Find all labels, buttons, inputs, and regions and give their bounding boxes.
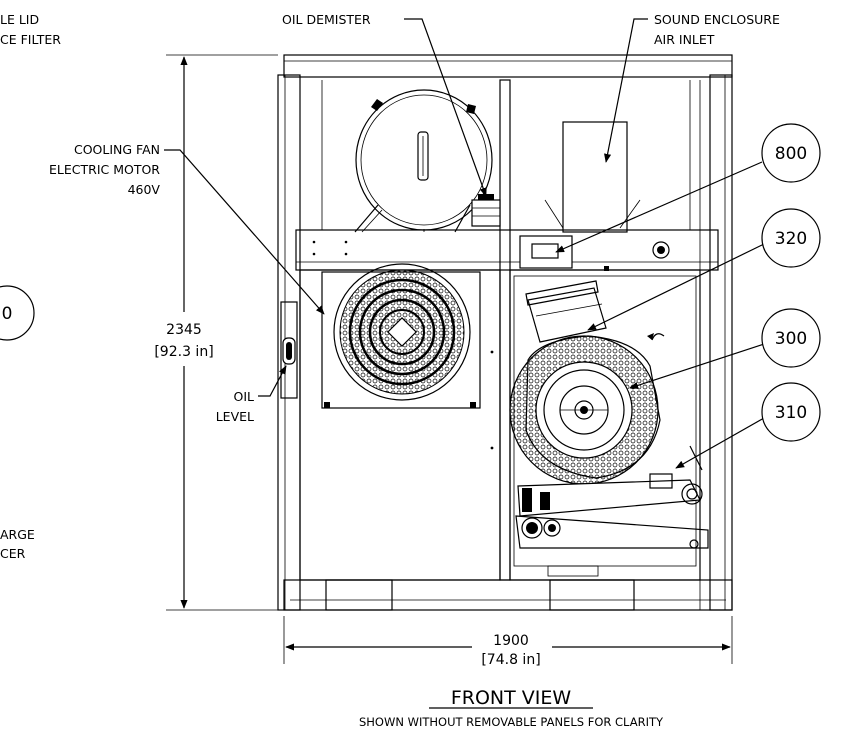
view-title: FRONT VIEW xyxy=(451,687,572,709)
callout-discharge: ARGE CER xyxy=(0,527,35,561)
bubble-320-label: 320 xyxy=(775,229,807,249)
callout-discharge-line2: CER xyxy=(0,546,26,561)
callout-lid-filter-line2: CE FILTER xyxy=(0,32,61,47)
callout-oil-level: OIL LEVEL xyxy=(216,389,254,424)
oil-level-gauge xyxy=(280,301,298,399)
bubble-300-label: 300 xyxy=(775,329,807,349)
callout-oil-level-line1: OIL xyxy=(234,389,255,404)
compressor-motor-assembly xyxy=(509,280,709,549)
callout-cooling-fan-line2: ELECTRIC MOTOR xyxy=(49,162,160,177)
callout-sound-enclosure-line1: SOUND ENCLOSURE xyxy=(654,12,780,27)
height-dimension-in: [92.3 in] xyxy=(154,344,213,360)
view-title-block: FRONT VIEW SHOWN WITHOUT REMOVABLE PANEL… xyxy=(359,687,664,729)
machine-frame xyxy=(277,54,733,611)
sound-enclosure-inlet xyxy=(544,121,641,233)
width-dimension-in: [74.8 in] xyxy=(481,652,540,668)
callout-cooling-fan: COOLING FAN ELECTRIC MOTOR 460V xyxy=(49,142,160,197)
bubble-310: 310 xyxy=(761,382,821,442)
callout-cooling-fan-line1: COOLING FAN xyxy=(74,142,160,157)
callout-lid-filter: LE LID CE FILTER xyxy=(0,12,61,47)
callout-sound-enclosure-line2: AIR INLET xyxy=(654,32,715,47)
bubble-320: 320 xyxy=(761,208,821,268)
height-dimension-mm: 2345 xyxy=(166,322,202,338)
bubble-800: 800 xyxy=(761,123,821,183)
callout-lid-filter-line1: LE LID xyxy=(0,12,39,27)
view-subtitle: SHOWN WITHOUT REMOVABLE PANELS FOR CLARI… xyxy=(359,715,664,729)
callout-cooling-fan-line3: 460V xyxy=(128,182,161,197)
bubble-300: 300 xyxy=(761,308,821,368)
leader-lines xyxy=(164,18,765,469)
callout-oil-level-line2: LEVEL xyxy=(216,409,254,424)
callout-discharge-line1: ARGE xyxy=(0,527,35,542)
oil-separator-tank xyxy=(354,89,501,233)
callout-sound-enclosure: SOUND ENCLOSURE AIR INLET xyxy=(654,12,780,47)
callout-oil-demister: OIL DEMISTER xyxy=(282,12,371,27)
bubble-left-partial: 0 xyxy=(0,285,35,341)
bubble-310-label: 310 xyxy=(775,403,807,423)
width-dimension: 1900 [74.8 in] xyxy=(283,616,733,668)
height-dimension: 2345 [92.3 in] xyxy=(154,54,278,611)
width-dimension-mm: 1900 xyxy=(493,633,529,649)
control-box-800 xyxy=(519,235,670,271)
bubble-800-label: 800 xyxy=(775,144,807,164)
cooling-fan xyxy=(321,263,481,409)
bubble-left-partial-label: 0 xyxy=(2,304,13,324)
